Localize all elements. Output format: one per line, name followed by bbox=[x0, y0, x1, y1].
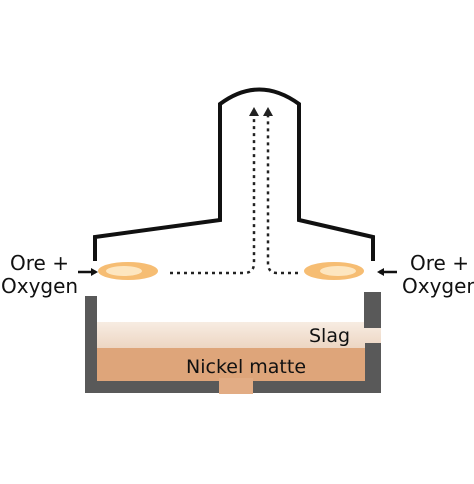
furnace-roof-outline bbox=[93, 87, 375, 261]
slag-layer bbox=[95, 322, 381, 348]
right-input-label-line2: Oxygen bbox=[402, 274, 474, 298]
left-input-label-line2: Oxygen bbox=[1, 274, 78, 298]
gas-flow-right bbox=[263, 107, 298, 275]
flame-left bbox=[98, 262, 158, 280]
furnace-hearth-wall bbox=[85, 296, 219, 393]
flame-right bbox=[304, 262, 364, 280]
gas-flow-left bbox=[170, 107, 259, 275]
furnace-hearth-wall-right bbox=[253, 343, 381, 393]
slag-label: Slag bbox=[309, 325, 350, 347]
nickel-matte-layer bbox=[97, 348, 365, 381]
left-input-label-line1: Ore + bbox=[10, 251, 69, 275]
right-input-label-line1: Ore + bbox=[410, 251, 469, 275]
matte-tap-hole bbox=[219, 378, 253, 394]
furnace-side-wall-right bbox=[364, 292, 381, 328]
nickel-matte-label: Nickel matte bbox=[186, 356, 306, 378]
